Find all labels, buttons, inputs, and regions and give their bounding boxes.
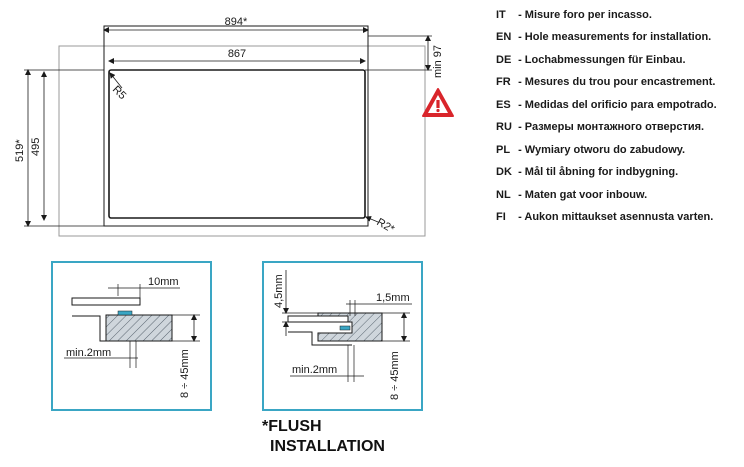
detail-right-section: 4,5mm 1,5mm min.2mm 8 ÷ 45mm bbox=[262, 261, 423, 411]
radius-leader-r5 bbox=[109, 72, 123, 89]
legend-text: - Medidas del orificio para empotrado. bbox=[518, 99, 717, 111]
legend-text: - Hole measurements for installation. bbox=[518, 31, 712, 43]
legend-text: - Misure foro per incasso. bbox=[518, 9, 652, 21]
legend-text: - Размеры монтажного отверстия. bbox=[518, 121, 705, 133]
legend-text: - Lochabmessungen für Einbau. bbox=[518, 54, 686, 66]
legend-code: ES bbox=[496, 99, 511, 111]
legend-row-es: ES - Medidas del orificio para empotrado… bbox=[496, 99, 717, 111]
detail-right-frame bbox=[262, 261, 423, 411]
warning-triangle-icon bbox=[422, 88, 454, 117]
legend-row-en: EN - Hole measurements for installation. bbox=[496, 31, 711, 43]
cutout-plan-drawing: 894* 867 min 97 519* 495 R5 R2* bbox=[14, 16, 444, 237]
radius-label-r5: R5 bbox=[110, 84, 128, 102]
gasket-right bbox=[339, 325, 351, 331]
dim-label-894: 894* bbox=[225, 16, 248, 28]
legend-row-it: IT - Misure foro per incasso. bbox=[496, 9, 652, 21]
legend-text: - Aukon mittaukset asennusta varten. bbox=[518, 211, 714, 223]
dim-label-min2mm-right: min.2mm bbox=[292, 364, 337, 376]
legend-code: DK bbox=[496, 166, 512, 178]
legend-text: - Mål til åbning for indbygning. bbox=[518, 166, 679, 178]
flush-installation-note: *FLUSH INSTALLATION bbox=[262, 417, 385, 457]
detail-left-section: 10mm min.2mm 8 ÷ 45mm bbox=[51, 261, 212, 411]
cutout-outer bbox=[103, 25, 369, 227]
legend-text: - Maten gat voor inbouw. bbox=[518, 189, 648, 201]
dim-label-867: 867 bbox=[228, 48, 246, 60]
dim-label-10mm: 10mm bbox=[148, 276, 179, 288]
dim-label-min2mm-left: min.2mm bbox=[66, 347, 111, 359]
legend-code: EN bbox=[496, 31, 512, 43]
worktop-outline bbox=[58, 45, 426, 237]
legend-row-ru: RU - Размеры монтажного отверстия. bbox=[496, 121, 704, 133]
legend-row-pl: PL - Wymiary otworu do zabudowy. bbox=[496, 144, 685, 156]
legend-code: PL bbox=[496, 144, 511, 156]
legend-code: FI bbox=[496, 211, 506, 223]
dim-label-thick-left: 8 ÷ 45mm bbox=[179, 349, 191, 398]
legend-row-fi: FI - Aukon mittaukset asennusta varten. bbox=[496, 211, 713, 223]
detail-left-frame bbox=[51, 261, 212, 411]
dim-label-min97: min 97 bbox=[432, 45, 444, 78]
frame-profile-left bbox=[72, 315, 140, 342]
flush-note-line1: *FLUSH bbox=[262, 418, 322, 435]
legend-code: NL bbox=[496, 189, 511, 201]
worktop-section-left bbox=[105, 314, 173, 342]
dim-label-thick-right: 8 ÷ 45mm bbox=[389, 351, 401, 400]
legend-code: IT bbox=[496, 9, 506, 21]
legend-code: RU bbox=[496, 121, 512, 133]
gasket-left bbox=[117, 310, 133, 316]
legend-text: - Wymiary otworu do zabudowy. bbox=[518, 144, 686, 156]
legend-row-fr: FR - Mesures du trou pour encastrement. bbox=[496, 76, 716, 88]
radius-label-r2: R2* bbox=[375, 216, 398, 236]
legend-row-dk: DK - Mål til åbning for indbygning. bbox=[496, 166, 678, 178]
glass-top-left bbox=[71, 297, 141, 306]
dim-label-4-5mm: 4,5mm bbox=[273, 274, 285, 308]
glass-top-right bbox=[287, 315, 349, 323]
dim-label-495: 495 bbox=[30, 138, 42, 156]
frame-profile-right bbox=[288, 331, 352, 346]
legend-row-de: DE - Lochabmessungen für Einbau. bbox=[496, 54, 686, 66]
flush-note-line2: INSTALLATION bbox=[270, 438, 385, 455]
cutout-inner bbox=[108, 69, 366, 219]
legend-code: DE bbox=[496, 54, 512, 66]
legend-row-nl: NL - Maten gat voor inbouw. bbox=[496, 189, 647, 201]
dim-label-1-5mm: 1,5mm bbox=[376, 292, 410, 304]
radius-leader-r2 bbox=[365, 216, 379, 223]
dim-label-519: 519* bbox=[14, 139, 26, 162]
legend-code: FR bbox=[496, 76, 511, 88]
legend-text: - Mesures du trou pour encastrement. bbox=[518, 76, 716, 88]
